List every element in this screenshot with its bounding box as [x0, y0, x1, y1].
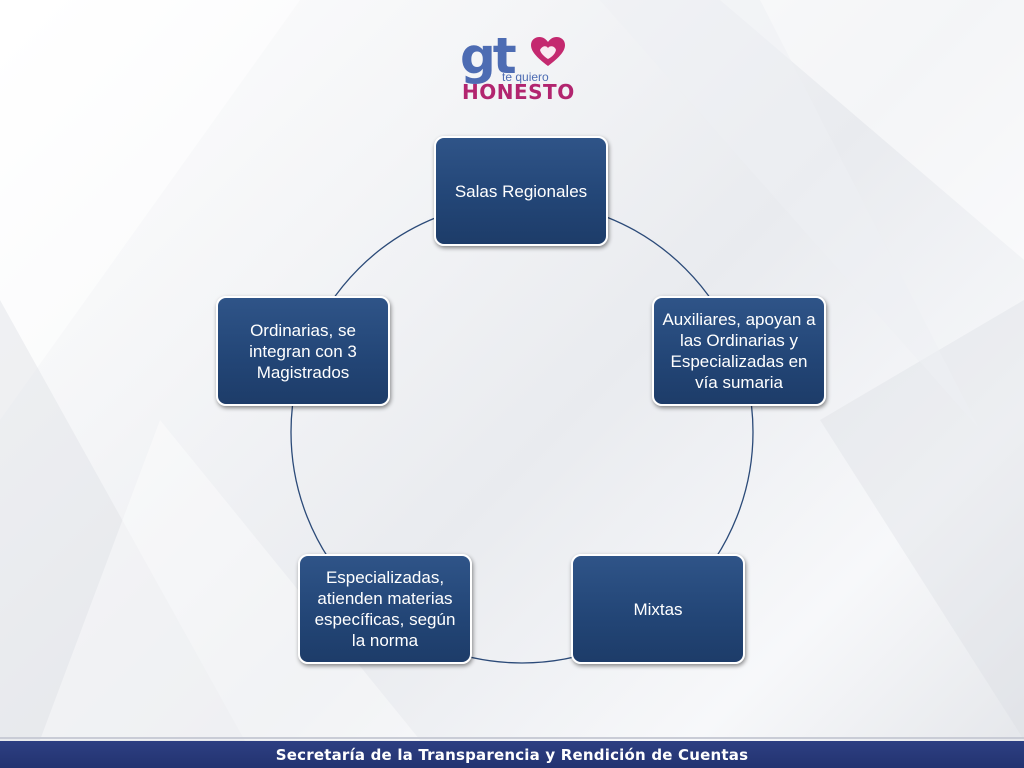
heart-icon [531, 37, 565, 66]
logo-tagline: te quiero [502, 70, 549, 84]
node-mixtas: Mixtas [571, 554, 745, 664]
logo: gt te quiero HONESTO [458, 27, 574, 104]
logo-brand: gt [460, 27, 517, 85]
footer-bar: Secretaría de la Transparencia y Rendici… [0, 741, 1024, 768]
footer-divider [0, 737, 1024, 739]
node-label: Salas Regionales [454, 181, 588, 201]
node-auxiliares: Auxiliares, apoyan a las Ordinarias y Es… [652, 296, 826, 406]
logo-word: HONESTO [462, 80, 575, 104]
node-label: Mixtas [633, 599, 683, 619]
node-label: Ordinarias, se integran con 3 Magistrado… [249, 320, 357, 382]
node-salas-regionales: Salas Regionales [434, 136, 608, 246]
node-label: Especializadas, atienden materias especí… [314, 568, 456, 650]
footer-text: Secretaría de la Transparencia y Rendici… [275, 745, 749, 764]
node-ordinarias: Ordinarias, se integran con 3 Magistrado… [216, 296, 390, 406]
node-label: Auxiliares, apoyan a las Ordinarias y Es… [662, 310, 816, 392]
node-especializadas: Especializadas, atienden materias especí… [298, 554, 472, 664]
